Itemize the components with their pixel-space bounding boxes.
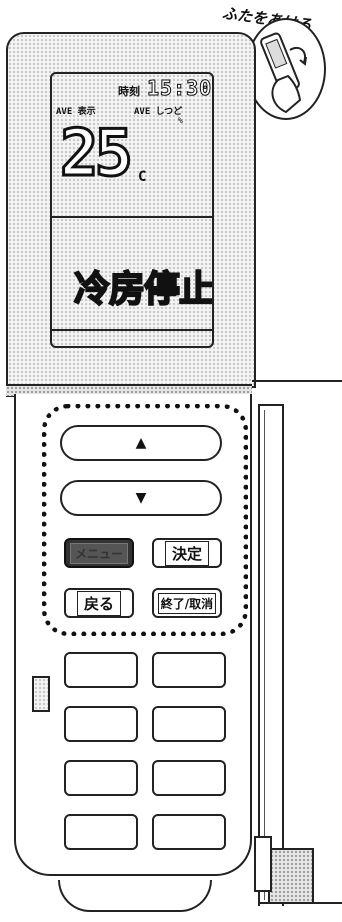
open-lid-illustration	[246, 18, 326, 120]
holder-clip	[268, 848, 314, 904]
confirm-button[interactable]: 決定	[152, 538, 222, 568]
lcd-display: 時刻 15:30 AVE 表示 AVE しつど % 25 C 冷房停止	[50, 72, 214, 348]
blank-button[interactable]	[152, 652, 226, 688]
blank-button[interactable]	[152, 706, 226, 742]
side-latch	[32, 676, 50, 712]
end-cancel-button[interactable]: 終了/取消	[152, 588, 222, 618]
menu-button[interactable]: メニュー	[64, 538, 134, 568]
holder-outline	[252, 380, 342, 416]
end-cancel-button-label: 終了/取消	[157, 592, 217, 614]
blank-button[interactable]	[152, 760, 226, 796]
percent-sign: %	[178, 116, 183, 125]
lid-hinge-seam	[6, 384, 252, 397]
remote-holder-side	[258, 404, 284, 906]
blank-button[interactable]	[64, 706, 138, 742]
down-arrow-icon: ▼	[135, 490, 147, 506]
holder-inner-line	[264, 410, 265, 900]
clock-label: 時刻	[118, 85, 140, 98]
clock-time: 15:30	[146, 76, 213, 101]
lcd-divider	[52, 329, 212, 331]
lcd-divider	[52, 216, 212, 218]
temperature-value: 25	[58, 117, 134, 191]
remote-bottom-edge	[58, 880, 212, 912]
up-arrow-icon: ▲	[135, 435, 147, 451]
menu-button-label: メニュー	[69, 542, 128, 564]
back-button[interactable]: 戻る	[64, 588, 134, 618]
average-display-label: AVE 表示	[56, 107, 96, 117]
confirm-button-label: 決定	[164, 540, 209, 566]
blank-button[interactable]	[152, 814, 226, 850]
back-button-label: 戻る	[76, 590, 121, 616]
temperature-unit: C	[138, 169, 147, 185]
blank-button[interactable]	[64, 814, 138, 850]
blank-button[interactable]	[64, 652, 138, 688]
hand-holding-remote-icon	[260, 32, 307, 114]
highlighted-button-group	[42, 404, 248, 636]
down-button[interactable]: ▼	[60, 480, 222, 516]
blank-button[interactable]	[64, 760, 138, 796]
operation-status: 冷房停止	[73, 268, 214, 311]
hinge-tab	[254, 836, 272, 892]
up-button[interactable]: ▲	[60, 425, 222, 461]
average-humidity-label: AVE しつど	[134, 107, 183, 117]
